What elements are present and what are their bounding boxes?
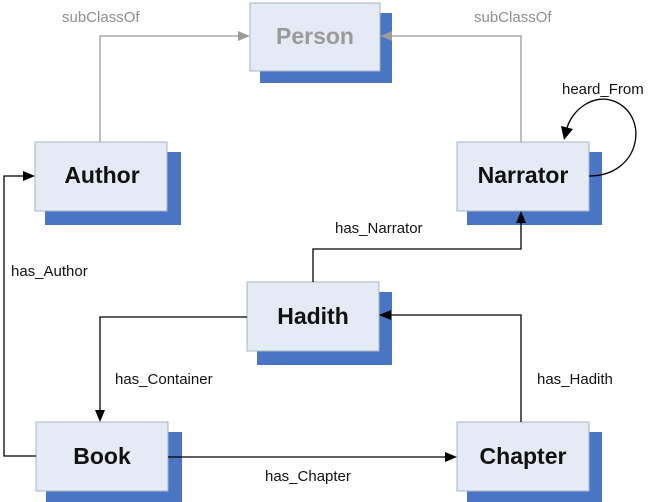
node-author[interactable]: Author <box>34 141 181 225</box>
edge-has-hadith-line <box>391 314 522 422</box>
edge-narrator-subclassof-line <box>390 35 522 142</box>
node-book-label: Book <box>73 443 131 469</box>
node-person-label: Person <box>276 23 354 49</box>
node-author-label: Author <box>64 162 139 188</box>
edge-has-author-line <box>3 175 36 457</box>
edge-book-has-chapter: has_Chapter <box>168 452 457 485</box>
arrowhead-icon <box>380 31 392 41</box>
node-chapter[interactable]: Chapter <box>456 421 602 502</box>
node-hadith[interactable]: Hadith <box>246 281 392 365</box>
edge-author-subclassof-person: subClassOf <box>62 9 250 142</box>
edge-has-narrator-line <box>312 223 522 282</box>
edge-label-has-container: has_Container <box>115 371 213 388</box>
arrowhead-icon <box>23 171 35 181</box>
arrowhead-icon <box>561 126 573 140</box>
node-narrator-box <box>456 141 590 212</box>
node-person-box <box>249 2 381 72</box>
node-author-box <box>34 141 168 212</box>
edge-hadith-has-container: has_Container <box>95 316 247 422</box>
edge-narrator-subclassof-person: subClassOf <box>380 9 552 142</box>
node-chapter-box <box>456 421 590 492</box>
edge-label-author-subclassof: subClassOf <box>62 9 140 26</box>
node-narrator-label: Narrator <box>478 162 569 188</box>
node-person[interactable]: Person <box>249 2 392 83</box>
edge-has-container-line <box>99 316 247 411</box>
arrowhead-icon <box>238 31 250 41</box>
edge-chapter-has-hadith: has_Hadith <box>379 310 613 422</box>
edge-label-narrator-subclassof: subClassOf <box>474 9 552 26</box>
edge-narrator-heard-from: heard_From <box>561 81 644 177</box>
edge-label-has-author: has_Author <box>11 263 88 280</box>
edge-label-has-hadith: has_Hadith <box>537 371 613 388</box>
node-chapter-label: Chapter <box>480 443 567 469</box>
edge-book-has-author: has_Author <box>3 171 88 457</box>
edge-heard-from-loop <box>566 98 637 177</box>
edge-author-subclassof-line <box>99 35 240 142</box>
arrowhead-icon <box>445 452 457 462</box>
edge-label-has-narrator: has_Narrator <box>335 220 423 237</box>
node-book-box <box>35 421 169 492</box>
arrowhead-icon <box>379 310 391 320</box>
node-narrator[interactable]: Narrator <box>456 141 602 225</box>
edge-label-has-chapter: has_Chapter <box>265 468 351 485</box>
edge-label-heard-from: heard_From <box>562 81 644 98</box>
arrowhead-icon <box>516 211 526 223</box>
arrowhead-icon <box>95 410 105 422</box>
node-hadith-label: Hadith <box>277 303 349 329</box>
edge-hadith-has-narrator: has_Narrator <box>312 211 526 282</box>
node-book[interactable]: Book <box>35 421 182 502</box>
